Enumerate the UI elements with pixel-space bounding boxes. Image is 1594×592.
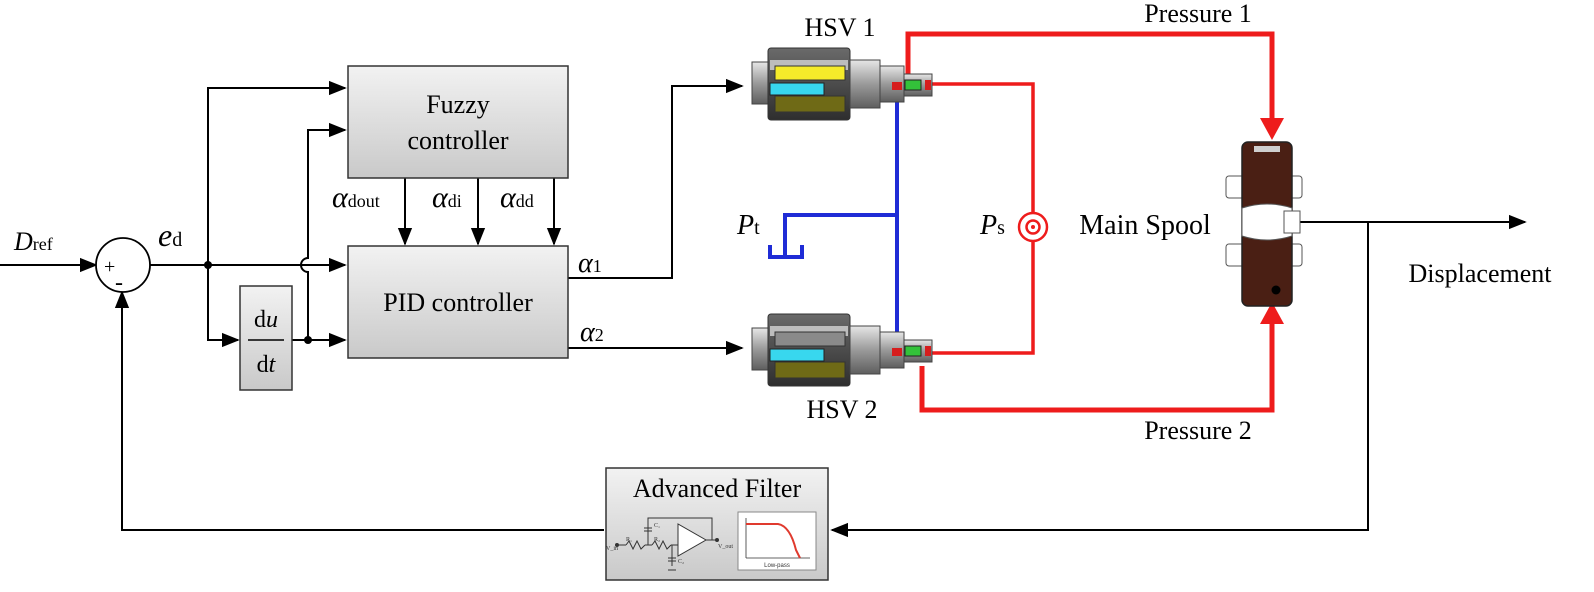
main-spool: [1225, 141, 1303, 307]
supply-line-top: [930, 82, 1035, 212]
filter-r1-label: R₁: [626, 537, 632, 543]
pressure1-label: Pressure 1: [1144, 0, 1252, 28]
tank-symbol: [768, 245, 804, 259]
dref-label: Dref: [13, 227, 53, 256]
alpha-dout-label: αdout: [332, 181, 380, 214]
sum-plus-sign: +: [104, 256, 115, 278]
ps-source-symbol: [1017, 211, 1049, 243]
fuzzy-label-line1: Fuzzy: [426, 90, 490, 119]
derivative-numerator: du: [254, 307, 278, 333]
derivative-block: du dt: [239, 285, 293, 391]
ed-to-derivative-arrow: [207, 265, 240, 348]
ed-to-fuzzy-arrow: [207, 80, 347, 265]
alpha1-label: α1: [578, 248, 602, 279]
ed-label: ed: [158, 217, 182, 253]
junction-dot: [204, 261, 212, 269]
alpha2-label: α2: [580, 317, 604, 348]
filter-r2-label: R₂: [654, 537, 660, 543]
fuzzy-label-line2: controller: [407, 126, 508, 155]
displacement-label: Displacement: [1409, 259, 1553, 288]
filter-vout-label: V_out: [718, 544, 733, 550]
feedback-to-filter-arrow: [830, 222, 1369, 538]
pid-controller-block: PID controller: [347, 245, 569, 359]
pressure2-line: [919, 318, 1275, 413]
signal-wires: [0, 78, 1527, 538]
alpha-di-label: αdi: [432, 181, 462, 214]
pt-label: Pt: [736, 210, 760, 241]
summing-junction: + -: [95, 237, 151, 296]
hsv1-label: HSV 1: [804, 13, 875, 42]
tank-lines: [768, 95, 899, 342]
filter-c1-label: C₁: [654, 523, 660, 529]
alpha1-to-hsv1-arrow: [568, 78, 744, 279]
filter-c2-label: C₂: [678, 559, 684, 565]
supply-lines: [905, 31, 1284, 413]
sum-minus-sign: -: [115, 270, 123, 296]
hsv2-label: HSV 2: [806, 395, 877, 424]
pressure1-arrowhead: [1260, 118, 1284, 140]
main-spool-label: Main Spool: [1079, 210, 1211, 241]
pressure2-label: Pressure 2: [1144, 416, 1252, 445]
pid-label: PID controller: [383, 288, 533, 317]
ps-label: Ps: [979, 210, 1005, 241]
filter-circuit-schematic: [615, 517, 719, 571]
de-to-fuzzy-arrow: [300, 122, 347, 340]
filter-title: Advanced Filter: [633, 474, 802, 503]
alpha-dd-label: αdd: [500, 181, 534, 214]
derivative-denominator: dt: [257, 352, 277, 378]
pressure1-line: [905, 31, 1275, 124]
advanced-filter-block: Advanced Filter R₁ R₂ C₁ C₂ V_in: [605, 467, 829, 581]
hsv2-valve: [751, 313, 933, 387]
lowpass-caption: Low-pass: [764, 563, 790, 569]
fuzzy-controller-block: Fuzzy controller: [347, 65, 569, 179]
filter-to-sum-arrow: [114, 290, 604, 531]
junction-dot: [304, 336, 312, 344]
supply-line-bottom: [930, 242, 1035, 355]
filter-vin-label: V_in: [606, 546, 618, 552]
hsv1-valve: [751, 47, 933, 121]
pressure2-arrowhead: [1260, 302, 1284, 324]
lowpass-response-plot: Low-pass: [737, 511, 817, 571]
tank-branch-line: [783, 213, 897, 257]
